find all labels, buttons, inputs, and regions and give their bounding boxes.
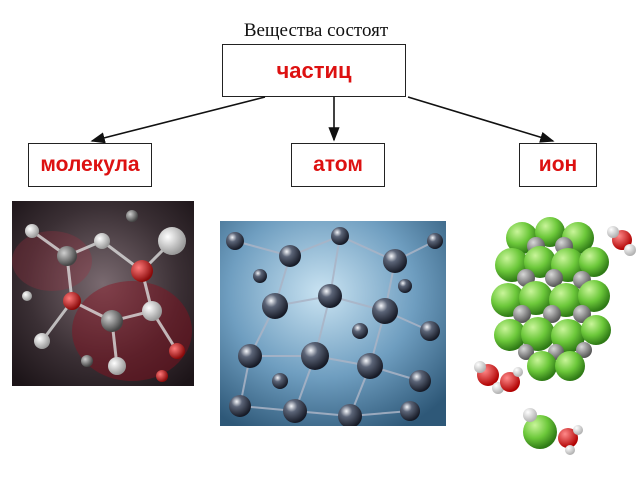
node-ion-box: ион bbox=[519, 143, 597, 187]
ion-image bbox=[470, 210, 638, 460]
root-node-box: частиц bbox=[222, 44, 406, 97]
molecule-image bbox=[12, 201, 194, 386]
node-atom-box: атом bbox=[291, 143, 385, 187]
node-molecule-box: молекула bbox=[28, 143, 152, 187]
arrow-to-ion bbox=[407, 96, 555, 143]
arrow-to-molecule bbox=[90, 96, 266, 144]
atom-image bbox=[220, 221, 446, 426]
